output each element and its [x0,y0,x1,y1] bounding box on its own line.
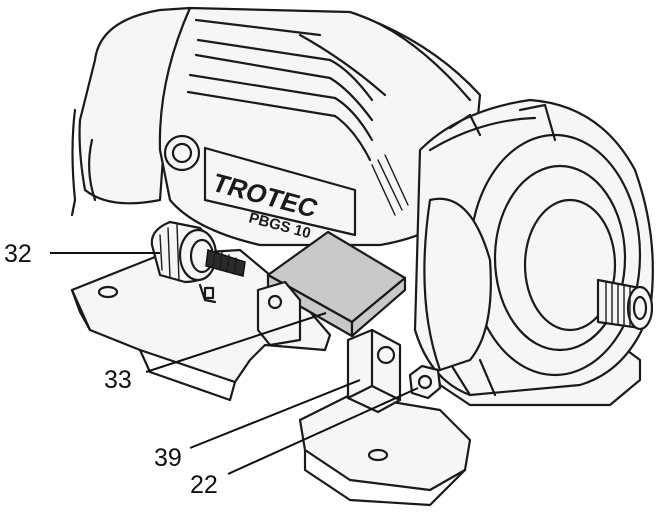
spindle [596,278,654,331]
right-wheel-guard [413,98,654,397]
motor-housing [158,6,482,247]
callout-label-39: 39 [154,444,182,472]
clamp-block [346,328,402,414]
callout-label-22: 22 [190,471,218,499]
tool-rest-bracket [256,230,407,347]
callout-label-32: 32 [4,240,32,268]
callout-label-33: 33 [104,366,132,394]
hex-nut [408,364,442,400]
leader-line-33 [145,312,327,373]
clamping-knob [150,220,246,304]
leader-line-39 [189,379,361,449]
leader-line-22 [227,387,419,475]
